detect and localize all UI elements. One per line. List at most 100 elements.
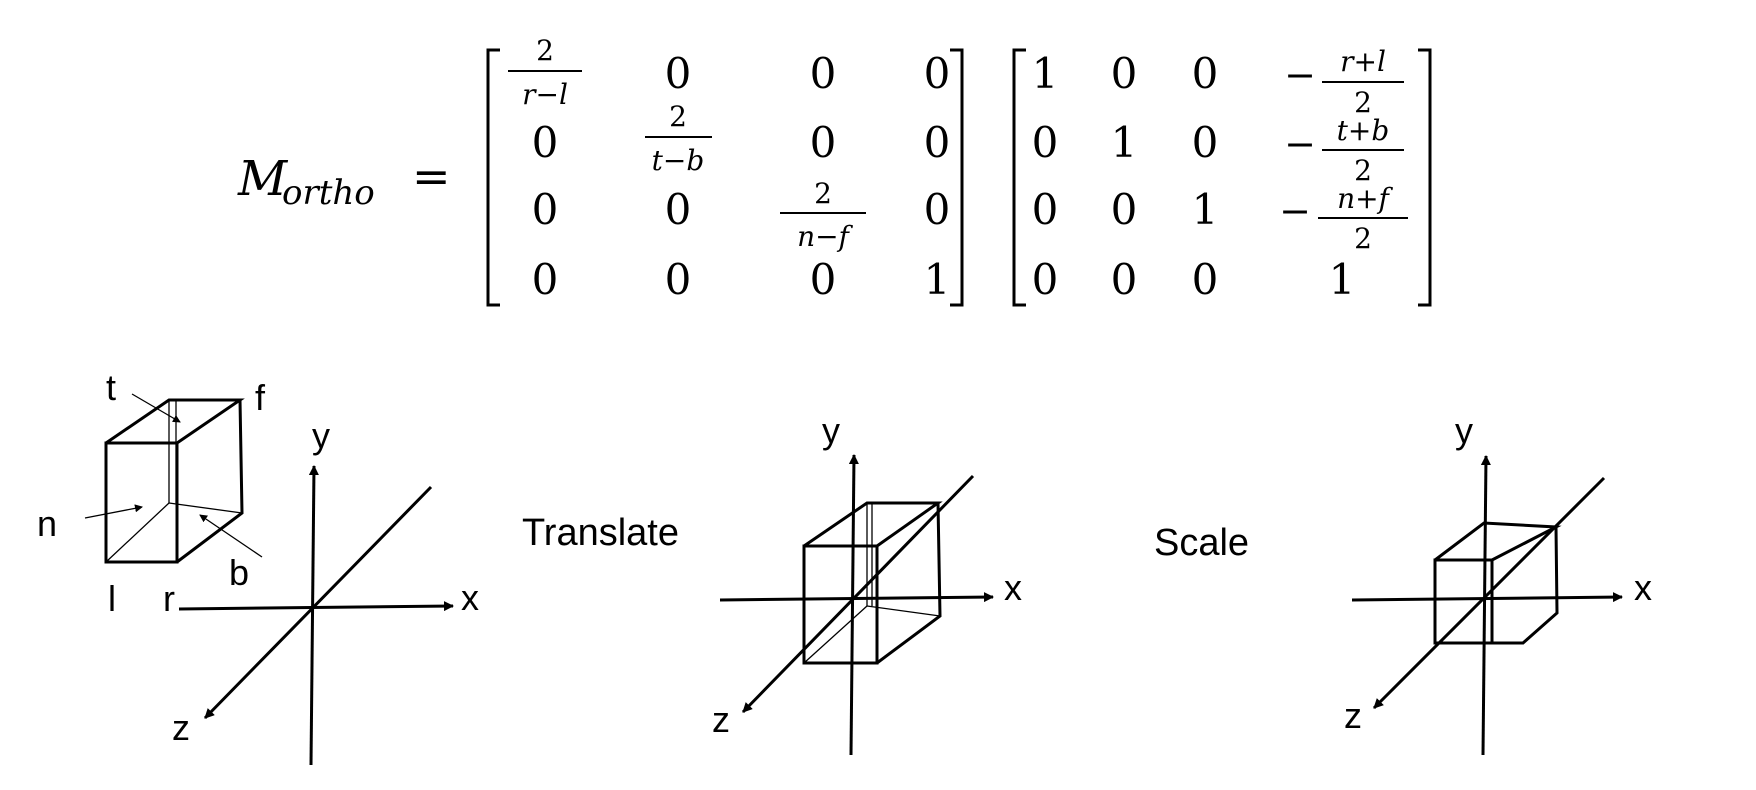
scale-matrix-cell-r3c3: 1 [924,255,951,304]
scale-panel: Scale x y z [1154,410,1652,756]
original-x-axis [178,601,454,612]
n-pointer-arrow [84,504,143,519]
equation-lhs-subscript: ortho [282,173,375,213]
scale-matrix-cell-r1c1: 2 t−b [645,100,712,177]
equation-equals-sign: = [412,149,451,203]
scale-z-axis [1372,476,1606,710]
original-axes [178,465,454,766]
original-box-right-face [176,399,244,564]
scale-matrix-cell-r1c3: 0 [924,118,951,167]
translate-matrix-cell-r3c0: 0 [1032,255,1059,304]
translate-z-axis [741,474,975,714]
translate-matrix-cell-r1c3: − t+b 2 [1284,114,1404,187]
original-box-top-face [105,398,245,445]
translate-matrix-cell-r3c3: 1 [1329,255,1356,304]
translate-caption: Translate [522,512,679,554]
fraction-denominator: r−l [522,78,568,111]
translate-axis-label-z: z [712,699,730,740]
scale-matrix: 2 r−l 0 0 0 0 2 t−b 0 0 0 0 2 n−f [486,34,964,307]
translate-axis-label-x: x [1004,567,1022,608]
original-box [104,398,245,564]
translate-matrix-cell-r0c3: − r+l 2 [1284,45,1404,119]
translate-matrix-cell-r0c1: 0 [1111,49,1138,98]
scale-matrix-left-bracket [486,48,500,307]
translate-matrix-cell-r1c1: 1 [1111,118,1138,167]
box-label-r: r [163,578,175,619]
translate-matrix-cell-r1c2: 0 [1192,118,1219,167]
fraction-numerator: 2 [536,34,554,67]
scale-matrix-cell-r3c0: 0 [532,255,559,304]
minus-sign: − [1279,189,1311,233]
translate-matrix-cell-r2c3: − n+f 2 [1279,182,1408,255]
translate-matrix-right-bracket [1418,48,1432,307]
fraction-denominator: n−f [797,220,853,253]
fraction-denominator: 2 [1354,154,1372,187]
fraction-numerator: t+b [1337,114,1390,147]
b-pointer-arrow [199,514,263,558]
scale-matrix-cell-r0c1: 0 [665,49,692,98]
scaled-box [1433,521,1562,645]
scale-axes [1351,455,1623,756]
translated-box-hidden-edges [803,503,941,664]
fraction-numerator: n+f [1337,182,1393,215]
translate-y-axis [848,454,859,756]
minus-sign: − [1284,53,1316,97]
scale-axis-label-z: z [1344,695,1362,736]
scale-matrix-right-bracket [950,48,964,307]
scale-axis-label-y: y [1455,410,1473,451]
original-box-panel: t f n b l r x y z [37,367,479,766]
translate-panel: Translate x y z [522,410,1022,756]
scale-matrix-cell-r0c3: 0 [924,49,951,98]
scale-matrix-cell-r2c0: 0 [532,185,559,234]
fraction-numerator: 2 [669,100,687,133]
ortho-matrix-equation: M ortho = 2 r−l 0 0 0 0 2 t−b 0 0 [237,34,1432,307]
translate-matrix-cell-r3c1: 0 [1111,255,1138,304]
original-axis-label-y: y [312,415,330,456]
original-axis-label-x: x [461,577,479,618]
fraction-numerator: r+l [1340,45,1386,78]
box-label-n: n [37,503,57,544]
translate-matrix-cell-r1c0: 0 [1032,118,1059,167]
original-y-axis [308,465,319,766]
translate-matrix-cell-r2c1: 0 [1111,185,1138,234]
scale-matrix-cell-r0c2: 0 [810,49,837,98]
translated-box-front-face [802,544,879,665]
translate-matrix-cell-r0c2: 0 [1192,49,1219,98]
translate-matrix-cell-r2c2: 1 [1192,185,1219,234]
scale-matrix-cell-r2c1: 0 [665,185,692,234]
box-label-l: l [108,578,116,619]
box-label-t: t [106,367,116,408]
scale-matrix-cell-r2c2: 2 n−f [780,177,866,253]
minus-sign: − [1284,122,1316,166]
original-axis-label-z: z [172,707,190,748]
scaled-box-top-face [1434,521,1562,562]
translated-box-right-face [876,502,942,665]
box-label-b: b [229,552,249,593]
translate-axes [719,454,994,756]
original-z-axis [203,485,433,720]
scale-matrix-cell-r1c0: 0 [532,118,559,167]
translate-matrix-cell-r2c0: 0 [1032,185,1059,234]
fraction-denominator: t−b [652,144,705,177]
original-box-front-face [104,441,179,564]
scale-y-axis [1480,455,1491,756]
scale-caption: Scale [1154,522,1249,564]
scale-x-axis [1351,592,1623,603]
scale-matrix-cell-r1c2: 0 [810,118,837,167]
translate-matrix: 1 0 0 − r+l 2 0 1 0 − t+b 2 0 0 1 − [1012,45,1432,307]
t-pointer-arrow [131,393,181,423]
original-box-hidden-edges [105,400,243,563]
scale-matrix-cell-r3c1: 0 [665,255,692,304]
translate-x-axis [719,592,994,603]
scaled-box-right-face [1492,526,1559,645]
equation-lhs-symbol: M [237,151,289,207]
translate-matrix-cell-r0c0: 1 [1032,49,1059,98]
scale-matrix-cell-r3c2: 0 [810,255,837,304]
scale-matrix-cell-r0c0: 2 r−l [508,34,582,111]
translate-axis-label-y: y [822,410,840,451]
scale-matrix-cell-r2c3: 0 [924,185,951,234]
translate-matrix-cell-r3c2: 0 [1192,255,1219,304]
box-label-f: f [255,377,266,418]
fraction-numerator: 2 [814,177,832,210]
